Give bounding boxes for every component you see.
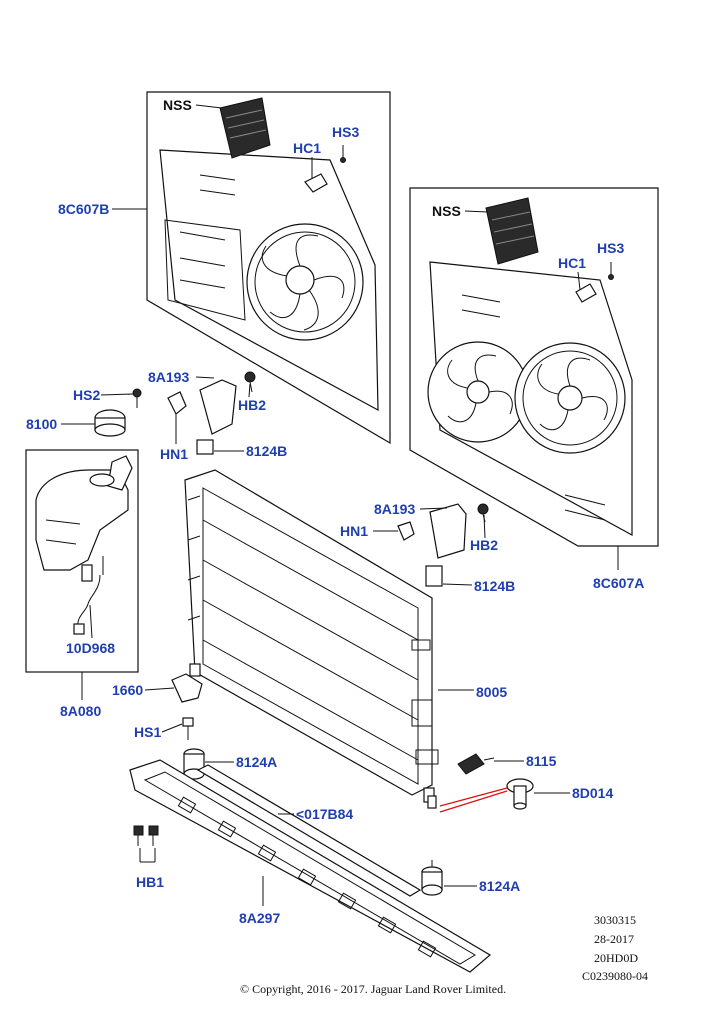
label-hb1: HB1 <box>136 874 164 890</box>
callout-8d014: 8D014 <box>534 785 613 801</box>
label-8a193-a: 8A193 <box>148 369 189 385</box>
label-8005: 8005 <box>476 684 507 700</box>
reference-line-1: 3030315 <box>594 913 636 927</box>
label-nss-b: NSS <box>432 203 461 219</box>
label-8d014: 8D014 <box>572 785 613 801</box>
clip-1660 <box>171 673 203 703</box>
callout-hs1: HS1 <box>134 723 183 740</box>
bracket-group-b <box>397 503 489 587</box>
fan-assembly-8c607a <box>409 187 659 547</box>
callout-hn1-b: HN1 <box>340 523 398 539</box>
reservoir-cap <box>94 388 142 437</box>
seal-strip-017b84 <box>196 764 422 897</box>
callout-8115: 8115 <box>494 753 557 769</box>
callout-hb2-a: HB2 <box>238 383 266 413</box>
label-10d968: 10D968 <box>66 640 115 656</box>
drain-outlet <box>427 795 437 809</box>
callout-hc1-b: HC1 <box>558 255 586 291</box>
label-8c607a: 8C607A <box>593 575 644 591</box>
callout-hc1-a: HC1 <box>293 140 321 178</box>
label-1660: 1660 <box>112 682 143 698</box>
label-hb2-a: HB2 <box>238 397 266 413</box>
callout-8a193-a: 8A193 <box>148 369 215 385</box>
label-hs1: HS1 <box>134 724 161 740</box>
label-hn1-a: HN1 <box>160 446 188 462</box>
diagram-reference-block: 3030315 28-2017 20HD0D C0239080-04 <box>582 913 648 983</box>
label-nss-a: NSS <box>163 97 192 113</box>
label-8124a-a: 8124A <box>236 754 277 770</box>
reference-line-2: 28-2017 <box>594 932 634 946</box>
label-hc1-a: HC1 <box>293 140 321 156</box>
callout-nss-b: NSS <box>432 203 489 219</box>
copyright-notice: © Copyright, 2016 - 2017. Jaguar Land Ro… <box>240 982 506 996</box>
carrier-8a297 <box>129 759 492 973</box>
callout-8124b-b: 8124B <box>442 578 515 594</box>
label-8124b-b: 8124B <box>474 578 515 594</box>
bolts-hb1 <box>133 825 159 846</box>
radiator-8005 <box>184 469 439 803</box>
callout-hn1-a: HN1 <box>160 414 188 462</box>
callout-8c607b: 8C607B <box>58 201 147 217</box>
callout-8124a-a: 8124A <box>205 754 277 770</box>
callout-hb1: HB1 <box>136 848 164 890</box>
label-8a297: 8A297 <box>239 910 280 926</box>
callout-8a193-b: 8A193 <box>374 501 448 517</box>
label-8124b-a: 8124B <box>246 443 287 459</box>
label-8a193-b: 8A193 <box>374 501 415 517</box>
drain-plug-8d014 <box>439 778 534 813</box>
callout-hs3-a: HS3 <box>332 124 359 140</box>
callout-hb2-b: HB2 <box>470 514 498 553</box>
label-hs2: HS2 <box>73 387 100 403</box>
label-8115: 8115 <box>526 753 557 769</box>
label-017b84: <017B84 <box>296 806 353 822</box>
callout-10d968: 10D968 <box>66 604 115 656</box>
label-hs3-a: HS3 <box>332 124 359 140</box>
mount-8124a-upper <box>183 748 205 780</box>
callout-1660: 1660 <box>112 682 175 698</box>
label-8100: 8100 <box>26 416 57 432</box>
callout-8c607a: 8C607A <box>593 546 644 591</box>
label-8a080: 8A080 <box>60 703 101 719</box>
callout-nss-a: NSS <box>163 97 223 113</box>
callout-017b84: <017B84 <box>278 806 353 822</box>
callout-8124a-b: 8124A <box>444 878 520 894</box>
mount-8124a-lower <box>421 860 443 896</box>
callout-hs2: HS2 <box>73 387 134 403</box>
screw-hs1 <box>182 717 194 740</box>
bracket-group-a <box>167 371 256 455</box>
callout-8a080: 8A080 <box>60 672 101 719</box>
label-hs3-b: HS3 <box>597 240 624 256</box>
label-hb2-b: HB2 <box>470 537 498 553</box>
fan-assembly-8c607b <box>146 91 391 445</box>
callout-8005: 8005 <box>438 684 507 700</box>
sensor-8115 <box>457 753 495 775</box>
callout-8100: 8100 <box>26 416 95 432</box>
label-hc1-b: HC1 <box>558 255 586 271</box>
label-8124a-b: 8124A <box>479 878 520 894</box>
callout-hs3-b: HS3 <box>597 240 624 256</box>
reference-line-3: 20HD0D <box>594 951 638 965</box>
label-hn1-b: HN1 <box>340 523 368 539</box>
reference-line-4: C0239080-04 <box>582 969 648 983</box>
callout-8124b-a: 8124B <box>214 443 287 459</box>
label-8c607b: 8C607B <box>58 201 109 217</box>
callout-8a297: 8A297 <box>239 876 280 926</box>
expansion-tank-8a080 <box>25 449 139 673</box>
